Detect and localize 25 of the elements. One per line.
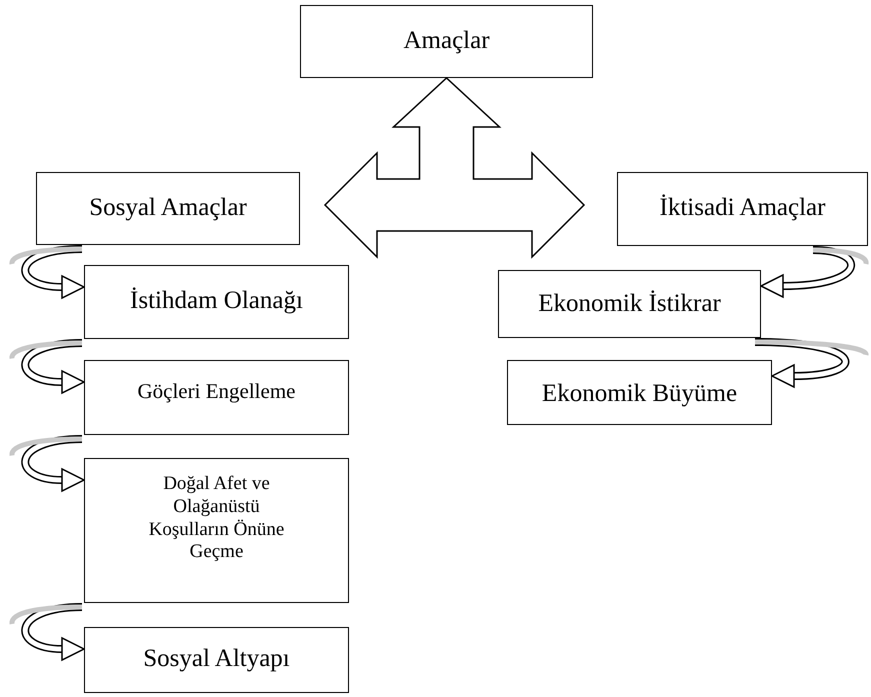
box-label: Sosyal Altyapı <box>143 644 290 674</box>
text-box <box>300 5 593 78</box>
curved-arrow <box>759 246 868 298</box>
text-box <box>84 360 349 435</box>
box-label: Göçleri Engelleme <box>137 379 296 404</box>
curved-arrow <box>754 338 868 388</box>
text-box <box>507 360 772 425</box>
curved-arrow <box>10 339 86 394</box>
box-label: Amaçlar <box>403 26 490 56</box>
box-label: İstihdam Olanağı <box>130 286 303 316</box>
curved-arrow <box>10 435 86 492</box>
text-box <box>84 458 349 603</box>
text-box <box>84 265 349 339</box>
text-box <box>498 270 761 338</box>
curved-arrow <box>10 245 86 300</box>
box-label: Ekonomik İstikrar <box>538 289 721 319</box>
text-box <box>36 172 300 245</box>
text-box <box>84 627 349 693</box>
curved-arrow <box>10 603 86 662</box>
box-label: İktisadi Amaçlar <box>660 193 826 223</box>
box-label: Sosyal Amaçlar <box>89 193 247 223</box>
block-arrow <box>324 76 586 259</box>
text-box <box>617 172 868 246</box>
box-label: Doğal Afet ve Olağanüstü Koşulların Önüne Geçme <box>148 473 286 564</box>
box-label: Ekonomik Büyüme <box>542 379 738 409</box>
